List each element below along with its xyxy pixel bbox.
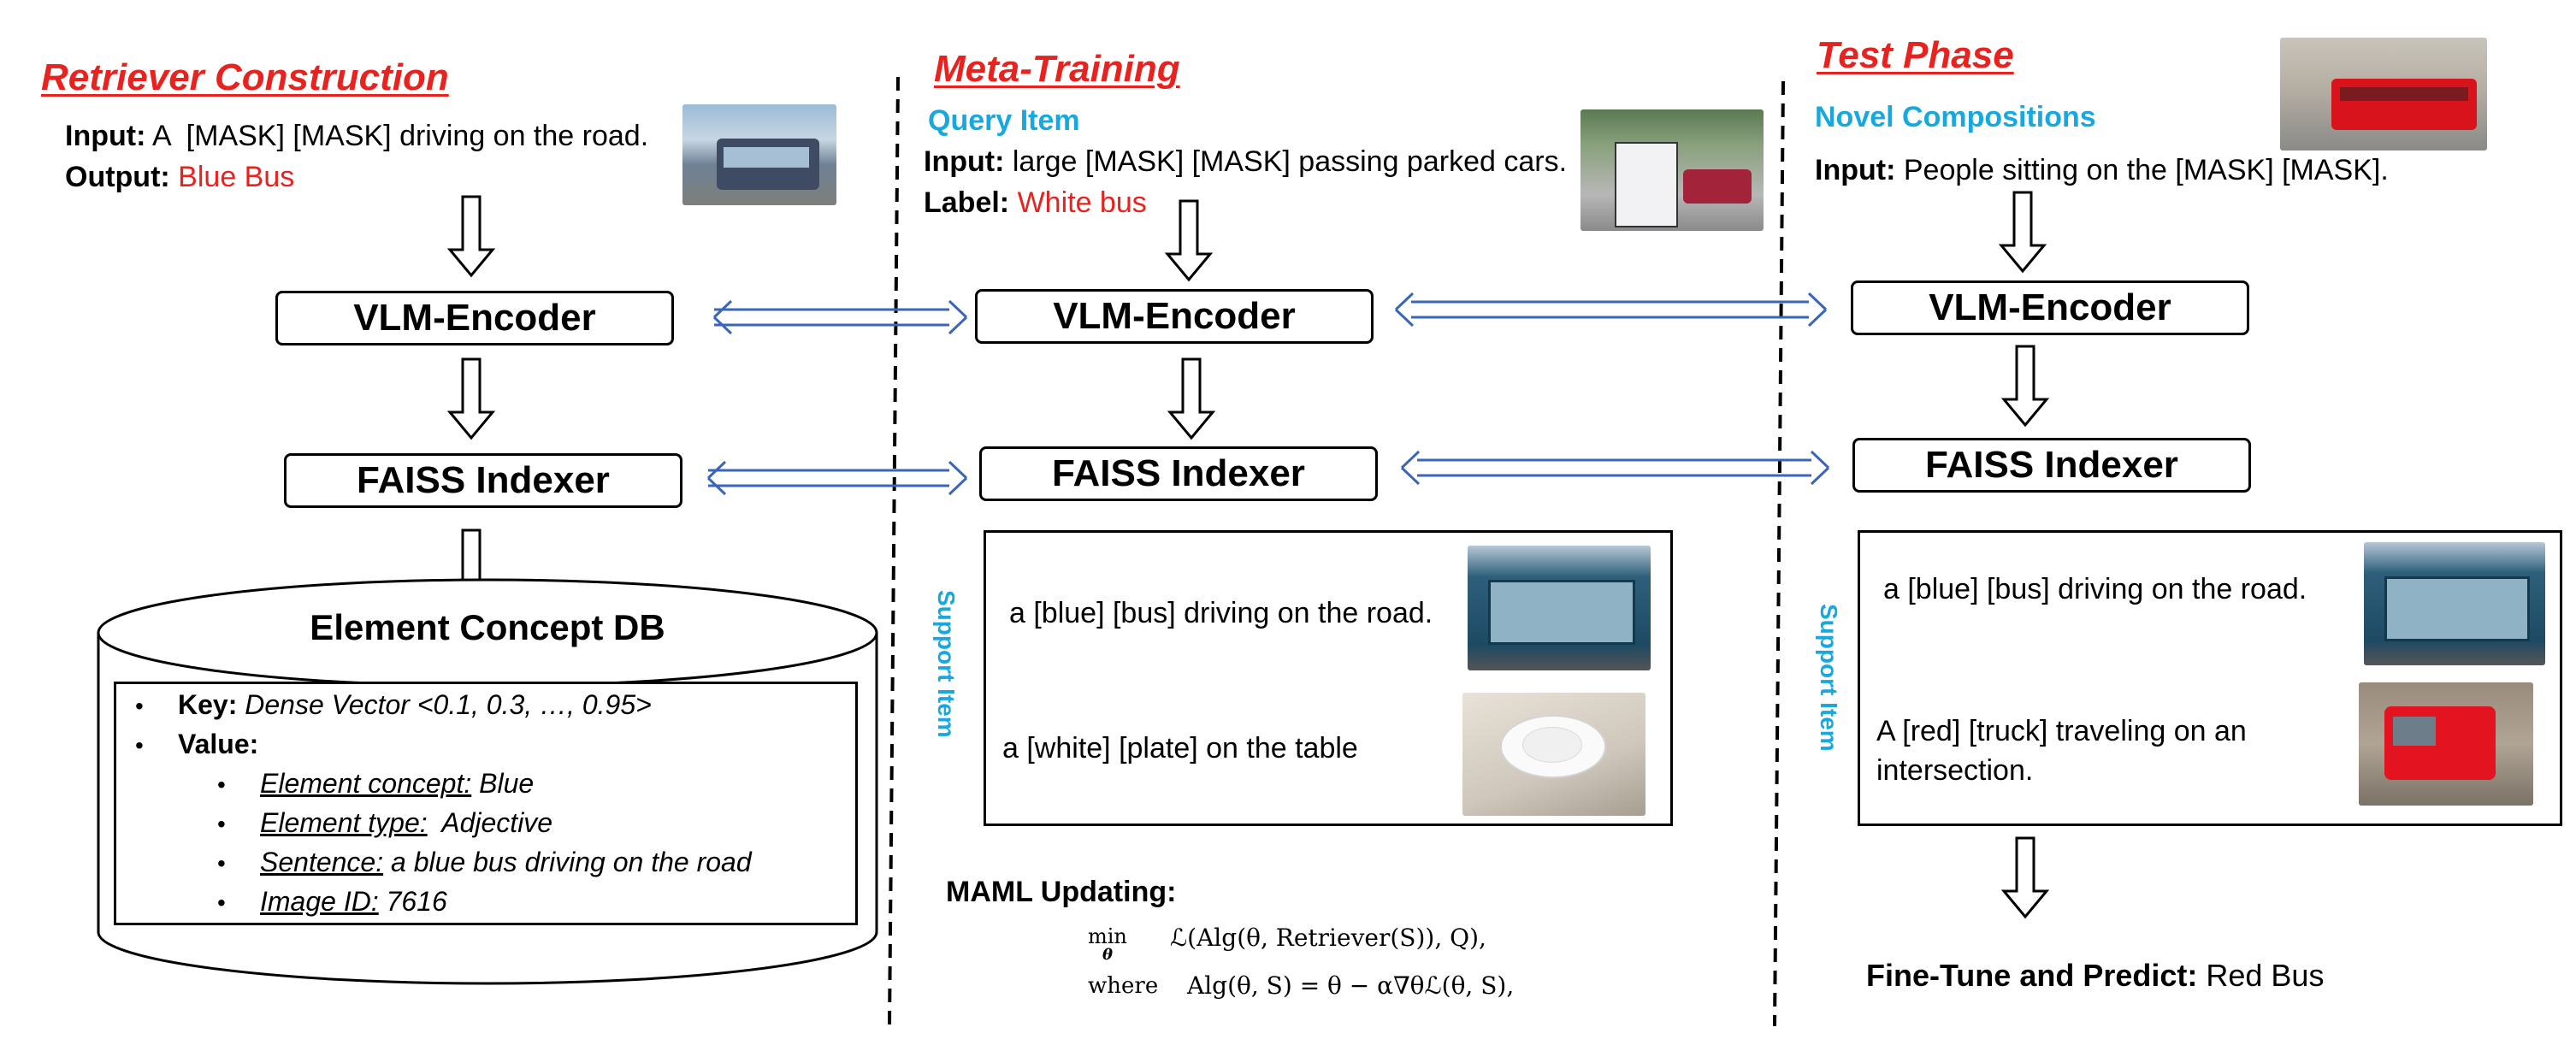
- db-item-concept: •Element concept: Blue: [217, 768, 535, 799]
- maml-eq-2: Alg(θ, S) = θ − α∇θℒ(θ, S),: [1187, 971, 1515, 1000]
- arrow-down-t3: [2000, 836, 2050, 919]
- db-key-label: Key:: [178, 689, 238, 720]
- db-item-value: Adjective: [434, 807, 553, 838]
- retriever-output-line: Output: Blue Bus: [65, 161, 294, 194]
- meta-vlm-encoder: VLM-Encoder: [975, 289, 1374, 344]
- retriever-title: Retriever Construction: [41, 56, 449, 98]
- test-support-2b: intersection.: [1876, 754, 2034, 787]
- predict-value: Red Bus: [2206, 958, 2325, 993]
- retriever-input-label: Input:: [65, 120, 146, 152]
- maml-eq-1-sub: θ: [1102, 946, 1113, 964]
- retriever-input-text: A [MASK] [MASK] driving on the road.: [151, 120, 649, 152]
- arrow-down-r1: [446, 195, 496, 278]
- blue-bus-image: [682, 104, 836, 205]
- novel-compositions-title: Novel Compositions: [1815, 101, 2096, 133]
- test-faiss-indexer: FAISS Indexer: [1852, 438, 2251, 493]
- retriever-faiss-indexer: FAISS Indexer: [284, 453, 682, 508]
- db-content-panel: [114, 682, 858, 925]
- meta-title: Meta-Training: [934, 48, 1180, 90]
- test-input-text: People sitting on the [MASK] [MASK].: [1903, 154, 2389, 186]
- double-arrow-vlm-right: [1394, 292, 1828, 328]
- meta-label-line: Label: White bus: [924, 186, 1147, 220]
- white-bus-image: [1580, 109, 1764, 231]
- meta-input-line: Input: large [MASK] [MASK] passing parke…: [924, 145, 1567, 179]
- red-bus-image: [2280, 38, 2487, 151]
- predict-line: Fine-Tune and Predict: Red Bus: [1866, 958, 2324, 994]
- retriever-input-line: Input: A [MASK] [MASK] driving on the ro…: [65, 120, 648, 153]
- test-support-2a: A [red] [truck] traveling on an: [1876, 715, 2247, 747]
- test-input-line: Input: People sitting on the [MASK] [MAS…: [1815, 154, 2389, 187]
- arrow-down-m2: [1167, 357, 1216, 440]
- support-bus-image: [1468, 546, 1651, 670]
- arrow-down-m1: [1164, 199, 1214, 282]
- db-key-line: •Key: Dense Vector <0.1, 0.3, …, 0.95>: [135, 689, 652, 720]
- db-value-label: Value:: [178, 729, 259, 759]
- test-vlm-encoder: VLM-Encoder: [1851, 280, 2249, 335]
- meta-faiss-indexer: FAISS Indexer: [979, 446, 1378, 501]
- test-input-label: Input:: [1815, 154, 1896, 186]
- test-support-1: a [blue] [bus] driving on the road.: [1883, 573, 2307, 605]
- meta-label-value: White bus: [1017, 186, 1147, 219]
- meta-input-label: Input:: [924, 145, 1005, 178]
- db-item-label: Sentence:: [260, 847, 384, 877]
- db-item-label: Image ID:: [260, 886, 379, 917]
- double-arrow-faiss-left: [706, 460, 968, 496]
- db-key-value: Dense Vector <0.1, 0.3, …, 0.95>: [245, 689, 652, 720]
- meta-support-1: a [blue] [bus] driving on the road.: [1009, 597, 1433, 629]
- retriever-output-value: Blue Bus: [178, 161, 295, 193]
- db-item-value: 7616: [386, 886, 447, 917]
- test-support-label: Support Item: [1816, 604, 1842, 752]
- separator-right: [1773, 80, 1785, 1027]
- db-item-image-id: •Image ID: 7616: [217, 886, 447, 917]
- retriever-vlm-encoder: VLM-Encoder: [275, 291, 674, 345]
- db-item-label: Element type:: [260, 807, 428, 838]
- predict-label: Fine-Tune and Predict:: [1866, 958, 2198, 993]
- meta-input-text: large [MASK] [MASK] passing parked cars.: [1012, 145, 1568, 178]
- arrow-down-t2: [2000, 345, 2050, 428]
- query-item-title: Query Item: [928, 104, 1080, 137]
- maml-eq-1-op: min θ: [1088, 925, 1127, 963]
- db-item-label: Element concept:: [260, 768, 472, 799]
- db-title: Element Concept DB: [310, 607, 665, 647]
- meta-support-label: Support Item: [933, 590, 960, 738]
- separator-left: [888, 76, 900, 1027]
- test-support-bus-image: [2364, 542, 2545, 665]
- db-item-type: •Element type: Adjective: [217, 807, 553, 838]
- db-value-line: •Value:: [135, 729, 259, 759]
- double-arrow-vlm-left: [712, 299, 968, 335]
- maml-eq-1: ℒ(Alg(θ, Retriever(S)), Q),: [1170, 924, 1486, 952]
- double-arrow-faiss-right: [1400, 450, 1830, 486]
- maml-eq-1-min: min: [1088, 924, 1127, 948]
- db-item-value: a blue bus driving on the road: [391, 847, 752, 877]
- maml-title: MAML Updating:: [946, 876, 1177, 908]
- arrow-down-t1: [1998, 191, 2047, 274]
- test-title: Test Phase: [1817, 34, 2014, 76]
- meta-support-2: a [white] [plate] on the table: [1002, 732, 1358, 765]
- plate-image: [1462, 693, 1645, 816]
- db-item-value: Blue: [479, 768, 535, 799]
- db-item-sentence: •Sentence: a blue bus driving on the roa…: [217, 847, 752, 877]
- red-truck-image: [2359, 682, 2533, 806]
- meta-label-label: Label:: [924, 186, 1010, 219]
- arrow-down-r2: [446, 357, 496, 440]
- maml-eq-2-where: where: [1088, 973, 1159, 999]
- retriever-output-label: Output:: [65, 161, 170, 193]
